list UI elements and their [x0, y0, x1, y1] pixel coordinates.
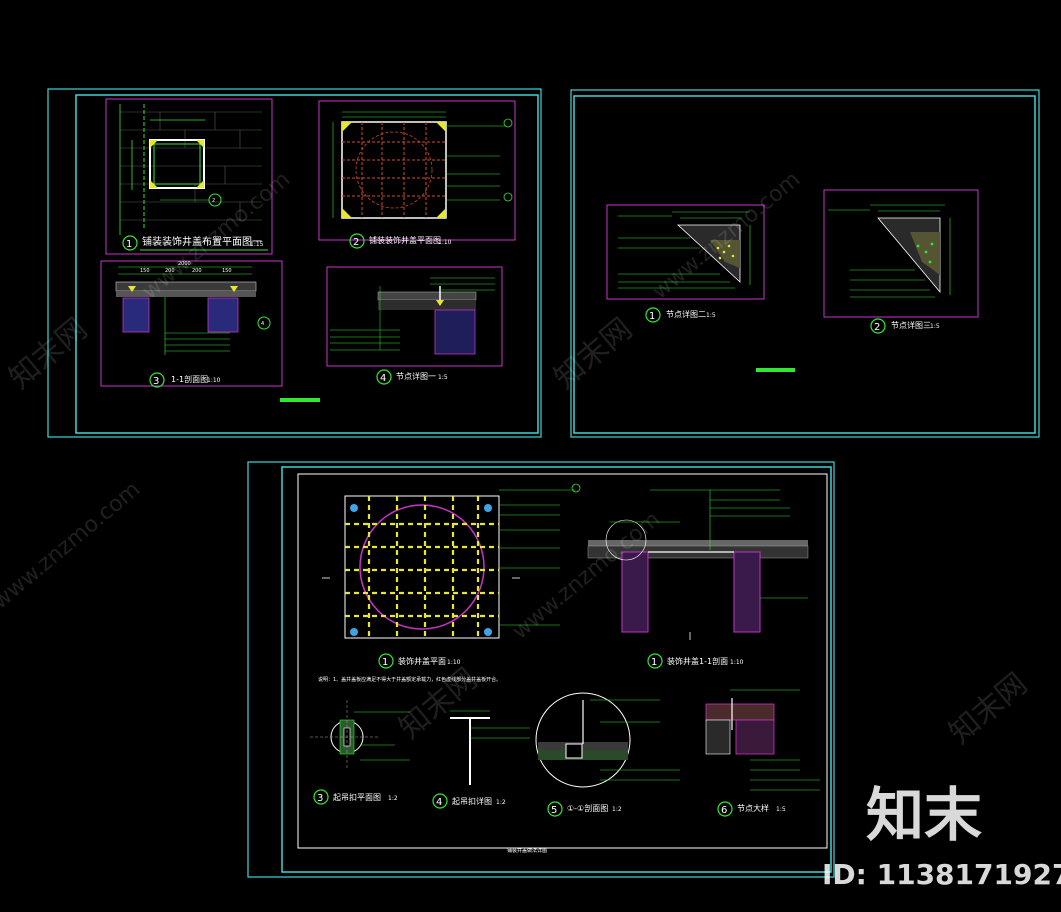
sheet3-dwg1-title: 装饰井盖平面	[398, 656, 446, 666]
sheet-3-mid-frame	[281, 466, 832, 873]
sheet3-dwg4-num: 4	[436, 797, 442, 808]
sheet3-dwg5-scale: 1:2	[612, 806, 622, 813]
dwg2-cover-plan: 2 铺装装饰井盖平面图 1:10	[318, 100, 516, 249]
watermark-site-2: www.znzmo.com	[648, 167, 805, 305]
dwg3-num: 3	[153, 376, 159, 387]
sheet-3-outer-frame	[247, 461, 835, 878]
sheet-2-inner-frame	[573, 95, 1036, 434]
sheet3-dwg1b-num: 1	[651, 657, 657, 668]
sheet3-dwg5-title: ①-①剖面图	[567, 803, 608, 813]
sheet-2-outer-frame	[570, 89, 1040, 438]
dwg2-num: 2	[353, 237, 359, 248]
dwg3-dim-2: 200	[165, 268, 175, 274]
sheet2-dwg1-title: 节点详图二	[666, 309, 706, 319]
watermark-brand-4: 知末网	[943, 666, 1034, 751]
watermark-brand-2: 知末网	[548, 311, 639, 396]
watermark-layer: www.znzmo.com www.znzmo.com www.znzmo.co…	[0, 167, 1061, 891]
sheet3-dwg3-scale: 1:2	[388, 795, 398, 802]
sheet3-dwg3-num: 3	[317, 793, 323, 804]
sheet3-dwg1b-scale: 1:10	[730, 659, 744, 666]
sheet3-dwg6-num: 6	[721, 805, 727, 816]
sheet3-section: 1 装饰井盖1-1剖面 1:10	[587, 489, 809, 669]
dwg3-dim-4: 150	[222, 268, 232, 274]
dwg4-border	[326, 266, 503, 367]
dwg4-title: 节点详图一	[396, 371, 436, 381]
dwg1-plan: 2 1 铺装装饰井盖布置平面图一 1:15	[105, 98, 273, 255]
dwg3-dim-1: 150	[140, 268, 150, 274]
sheet2-dwg1-border	[606, 204, 765, 300]
svg-text:4: 4	[261, 321, 264, 327]
dwg4-num: 4	[380, 373, 386, 384]
sheet-3-inner-frame	[297, 473, 828, 849]
sheet2-dwg2: 2 节点详图三 1:5	[823, 189, 979, 334]
sheet3-footer: 铺装井盖做法详图	[507, 847, 547, 854]
watermark-id: ID: 1138171927	[822, 858, 1061, 891]
dwg2-title: 铺装装饰井盖平面图	[369, 235, 441, 245]
sheet2-dwg1-scale: 1:5	[706, 312, 716, 319]
manhole-cover-plan	[149, 139, 205, 189]
watermark-site-3: www.znzmo.com	[0, 477, 145, 615]
sheet3-dwg4-scale: 1:2	[496, 799, 506, 806]
sheet3-plan: 1 装饰井盖平面 1:10	[322, 483, 581, 669]
dwg2-border	[318, 100, 516, 241]
dwg3-dim-total: 2000	[178, 261, 191, 267]
sheet3-note: 说明：1、盖井盖板应满足不得大于井盖额定承载力，红色虚线部分盖井盖板开合。	[318, 676, 501, 683]
sheet3-dwg4: 4 起吊扣详图 1:2	[432, 710, 530, 809]
dwg4-scale: 1:5	[438, 374, 448, 381]
sheet-1: 2 1 铺装装饰井盖布置平面图一 1:15	[47, 88, 542, 438]
sheet2-dwg1: 1 节点详图二 1:5	[606, 204, 765, 323]
sheet-3: 1 装饰井盖平面 1:10 1 装饰井盖1-1剖面 1:10 说明：1、盖井盖板	[247, 461, 835, 878]
dwg1-title: 铺装装饰井盖布置平面图一	[142, 235, 262, 248]
dwg1-border	[105, 98, 273, 255]
dwg3-scale: 1:10	[207, 377, 221, 384]
sheet2-dwg2-border	[823, 189, 979, 318]
sheet2-dwg2-title: 节点详图三	[891, 320, 931, 330]
sheet3-dwg1-scale: 1:10	[447, 659, 461, 666]
dwg3-border	[100, 260, 283, 387]
dwg1-scale: 1:15	[250, 241, 264, 248]
sheet-1-inner-frame	[75, 94, 539, 434]
sheet3-dwg1b-title: 装饰井盖1-1剖面	[667, 656, 728, 666]
sheet-1-marker	[280, 398, 320, 402]
sheet3-dwg6-scale: 1:5	[776, 806, 786, 813]
sheet3-dwg3-title: 起吊扣平面图	[333, 792, 381, 802]
watermark-logo: 知末	[866, 781, 982, 849]
sheet3-dwg1-num: 1	[382, 657, 388, 668]
sheet3-dwg4-title: 起吊扣详图	[452, 796, 492, 806]
sheet2-dwg1-num: 1	[649, 311, 655, 322]
sheet3-dwg5: 5 ①-①剖面图 1:2	[535, 692, 680, 817]
sheet-2-marker	[756, 368, 795, 372]
sheet-2: 1 节点详图二 1:5 2 节点详图三 1:5	[570, 89, 1040, 438]
dwg3-dim-3: 200	[192, 268, 202, 274]
sheet2-dwg2-scale: 1:5	[930, 323, 940, 330]
sheet2-dwg2-num: 2	[874, 322, 880, 333]
sheet3-dwg3: 3 起吊扣平面图 1:2	[310, 700, 410, 805]
sheet3-dwg6: 6 节点大样 1:5	[705, 689, 820, 817]
dwg3-section: 2000 150 200 200 150 4 3 1-1剖面图 1:10	[100, 260, 283, 388]
sheet-1-outer-frame	[47, 88, 542, 438]
dwg1-num: 1	[126, 239, 132, 250]
svg-text:2: 2	[212, 198, 215, 204]
dwg3-title: 1-1剖面图	[171, 374, 208, 384]
sheet3-dwg5-num: 5	[551, 805, 557, 816]
dwg2-scale: 1:10	[438, 239, 452, 246]
dwg4-node: 4 节点详图一 1:5	[326, 266, 503, 385]
sheet3-dwg6-title: 节点大样	[737, 803, 769, 813]
